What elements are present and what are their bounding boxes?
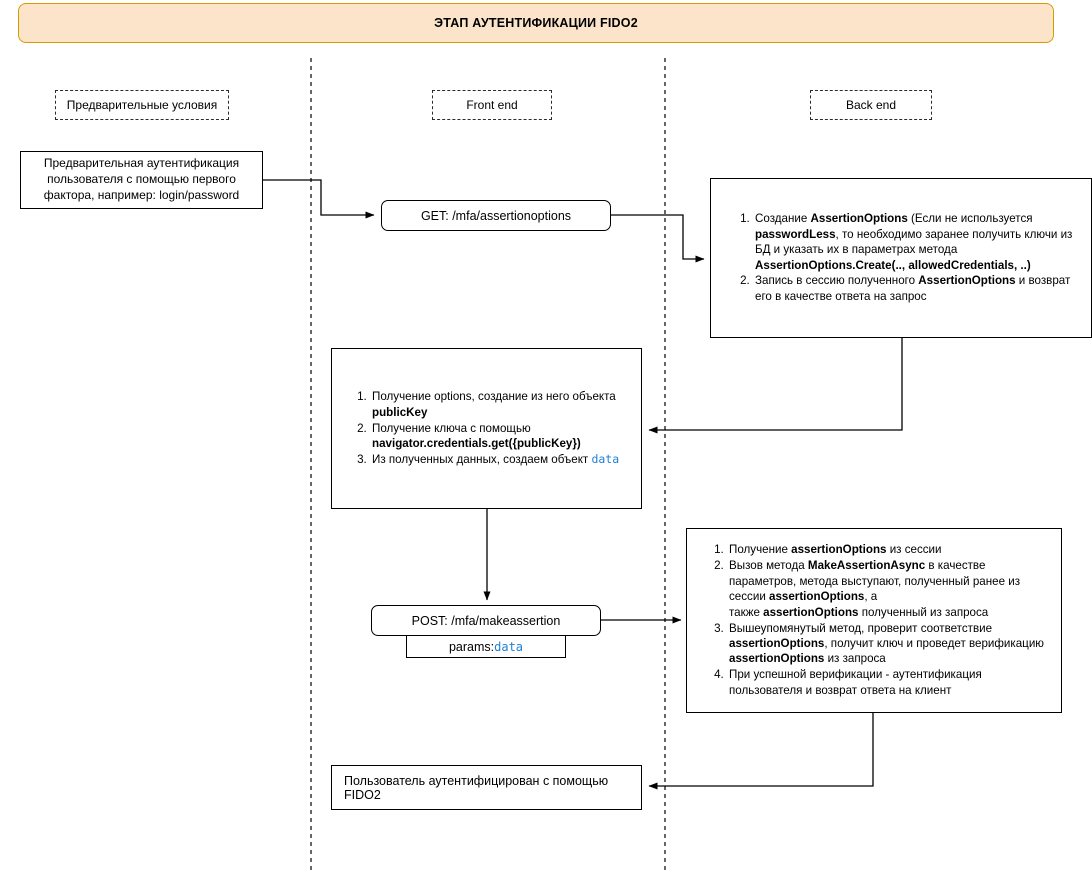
frontend-step-list: Получение options, создание из него объе… bbox=[352, 389, 633, 468]
step-item: Вышеупомянутый метод, проверит соответст… bbox=[727, 621, 1053, 667]
node-post-label: POST: /mfa/makeassertion bbox=[411, 613, 561, 628]
node-final-label: Пользователь аутентифицирован с помощью … bbox=[344, 773, 609, 802]
node-precondition-text: Предварительная аутентификация пользоват… bbox=[43, 156, 240, 202]
backend2-step-list: Получение assertionOptions из сессииВызо… bbox=[709, 542, 1053, 698]
node-precondition: Предварительная аутентификация пользоват… bbox=[20, 151, 263, 209]
node-backend-create-assertionoptions: Создание AssertionOptions (Если не испол… bbox=[710, 178, 1092, 338]
arrow-backend1-to-frontend bbox=[648, 338, 903, 434]
node-backend-verify-assertion: Получение assertionOptions из сессииВызо… bbox=[686, 528, 1062, 713]
backend1-step-list: Создание AssertionOptions (Если не испол… bbox=[735, 211, 1081, 304]
arrow-precondition-to-get bbox=[263, 179, 375, 219]
node-frontend-publickey-steps: Получение options, создание из него объе… bbox=[331, 348, 642, 509]
node-post-params: params: data bbox=[406, 636, 566, 658]
step-item: Создание AssertionOptions (Если не испол… bbox=[753, 211, 1081, 273]
lane-header-backend: Back end bbox=[810, 90, 932, 120]
step-item: Запись в сессию полученного AssertionOpt… bbox=[753, 273, 1081, 304]
step-item: Получение options, создание из него объе… bbox=[370, 389, 633, 420]
node-post-makeassertion: POST: /mfa/makeassertion bbox=[371, 605, 601, 636]
arrow-backend2-to-final bbox=[648, 713, 874, 790]
step-item: Получение assertionOptions из сессии bbox=[727, 542, 1053, 557]
step-item: Вызов метода MakeAssertionAsync в качест… bbox=[727, 558, 1053, 620]
lane-label-frontend: Front end bbox=[466, 98, 518, 112]
lane-header-frontend: Front end bbox=[432, 90, 552, 120]
step-item: Из полученных данных, создаем объект dat… bbox=[370, 452, 633, 467]
arrow-get-to-backend1 bbox=[611, 214, 705, 263]
node-user-authenticated: Пользователь аутентифицирован с помощью … bbox=[331, 765, 642, 810]
step-item: Получение ключа с помощью navigator.cred… bbox=[370, 421, 633, 452]
node-get-assertionoptions: GET: /mfa/assertionoptions bbox=[381, 200, 611, 231]
lane-label-preconditions: Предварительные условия bbox=[66, 98, 218, 112]
page-title: ЭТАП АУТЕНТИФИКАЦИИ FIDO2 bbox=[434, 16, 638, 30]
lane-label-backend: Back end bbox=[845, 98, 897, 112]
diagram-title-banner: ЭТАП АУТЕНТИФИКАЦИИ FIDO2 bbox=[18, 3, 1054, 43]
node-get-label: GET: /mfa/assertionoptions bbox=[420, 208, 572, 223]
node-post-params-value: data bbox=[494, 639, 524, 654]
step-item: При успешной верификации - аутентификаци… bbox=[727, 667, 1053, 698]
lane-header-preconditions: Предварительные условия bbox=[55, 90, 229, 120]
node-post-params-label: params: bbox=[448, 639, 495, 654]
